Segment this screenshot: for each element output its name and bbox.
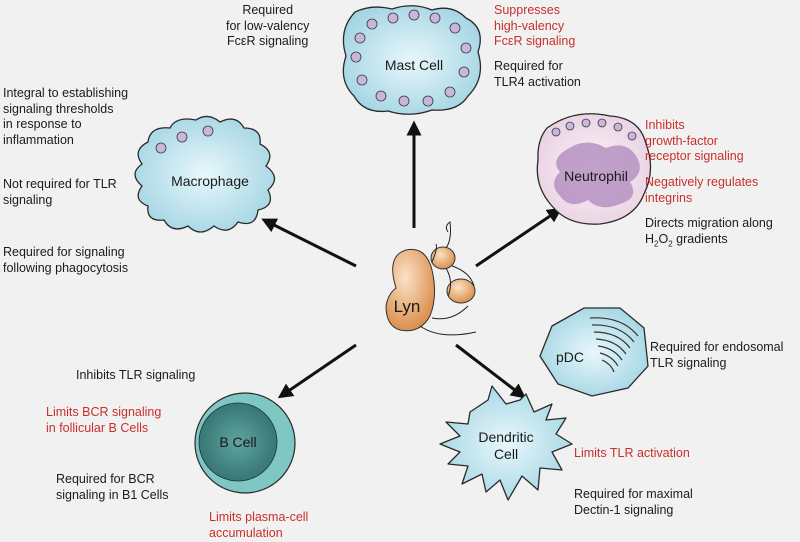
note-mast-suppresses: Suppresses high-valency FcεR signaling xyxy=(494,3,575,50)
macrophage: Macrophage xyxy=(134,115,276,233)
arrow-to-macrophage xyxy=(261,218,357,268)
note-dc-limits-tlr: Limits TLR activation xyxy=(574,446,690,462)
line: FcεR signaling xyxy=(494,34,576,48)
line: Limits plasma-cell xyxy=(209,510,309,524)
arrow-to-dendritic-cell xyxy=(455,343,526,399)
line: Not required for TLR xyxy=(3,177,117,191)
line: Dectin-1 signaling xyxy=(574,502,674,517)
line: Inhibits xyxy=(645,118,685,132)
line: TLR4 activation xyxy=(494,74,581,89)
text-o: O xyxy=(658,231,669,246)
note-pdc-required: Required for endosomal TLR signaling xyxy=(650,340,783,371)
dendritic-cell-label-line1: Dendritic xyxy=(478,429,533,445)
arrows xyxy=(261,120,563,399)
neutrophil-nucleus xyxy=(554,142,640,208)
line: in response to xyxy=(3,117,82,131)
note-neutrophil-integrins: Negatively regulates integrins xyxy=(645,175,758,206)
line: in follicular B Cells xyxy=(46,420,149,435)
line: Required for signaling xyxy=(3,245,125,259)
line: Required for xyxy=(494,59,563,73)
line: accumulation xyxy=(209,525,283,540)
mast-cell-label: Mast Cell xyxy=(385,57,443,73)
line: signaling xyxy=(3,192,53,207)
line: high-valency xyxy=(494,18,565,33)
note-bcell-required-bcr: Required for BCR signaling in B1 Cells xyxy=(56,472,169,503)
note-dc-dectin: Required for maximal Dectin-1 signaling xyxy=(574,487,693,518)
b-cell-label: B Cell xyxy=(219,434,256,450)
note-mast-required: Required for low-valency FcεR signaling xyxy=(226,3,309,50)
text-gradients: gradients xyxy=(672,231,728,246)
lyn-linkers xyxy=(419,221,477,336)
line: Required for maximal xyxy=(574,487,693,501)
subscript: 2 xyxy=(654,239,659,248)
line: Required for endosomal xyxy=(650,340,784,354)
note-bcell-inhibits-tlr: Inhibits TLR signaling xyxy=(76,368,195,384)
lyn-kinase: Lyn xyxy=(385,221,477,336)
b-cell: B Cell xyxy=(194,392,296,494)
line: for low-valency xyxy=(226,18,310,33)
note-macrophage-not-required: Not required for TLR signaling xyxy=(3,177,117,208)
note-neutrophil-migration: Directs migration along H2O2 gradients xyxy=(645,216,773,252)
note-mast-tlr4: Required for TLR4 activation xyxy=(494,59,581,90)
dendritic-cell-label-line2: Cell xyxy=(494,446,518,462)
text-h: H xyxy=(645,231,655,246)
line: signaling thresholds xyxy=(3,101,114,116)
line: FcεR signaling xyxy=(227,34,309,48)
note-bcell-plasma: Limits plasma-cell accumulation xyxy=(209,510,308,541)
pdc-label: pDC xyxy=(556,349,584,365)
line: growth-factor xyxy=(645,133,718,148)
dendritic-cell: Dendritic Cell xyxy=(439,385,573,501)
lyn-label: Lyn xyxy=(394,297,421,316)
pdc: pDC xyxy=(539,307,649,397)
line: Limits TLR activation xyxy=(574,446,690,460)
line: Integral to establishing xyxy=(3,86,129,100)
note-macrophage-integral: Integral to establishing signaling thres… xyxy=(3,86,128,148)
arrow-to-neutrophil xyxy=(475,207,563,268)
line: signaling in B1 Cells xyxy=(56,487,169,502)
line: Negatively regulates xyxy=(645,175,759,189)
line: Suppresses xyxy=(494,3,561,17)
neutrophil-granules xyxy=(551,118,637,141)
line: inflammation xyxy=(3,132,74,147)
neutrophil: Neutrophil xyxy=(536,113,652,225)
macrophage-label: Macrophage xyxy=(171,173,249,189)
neutrophil-label: Neutrophil xyxy=(564,168,628,184)
note-neutrophil-inhibits: Inhibits growth-factor receptor signalin… xyxy=(645,118,744,165)
line: H2O2 gradients xyxy=(645,232,773,252)
line: Required xyxy=(242,3,294,17)
mast-granules xyxy=(350,9,472,107)
mast-cell: Mast Cell xyxy=(342,5,482,115)
note-macrophage-phagocytosis: Required for signaling following phagocy… xyxy=(3,245,128,276)
line: following phagocytosis xyxy=(3,260,129,275)
line: TLR signaling xyxy=(650,355,727,370)
line: Limits BCR signaling xyxy=(46,405,162,419)
er-stack xyxy=(589,317,639,373)
macrophage-granules xyxy=(155,125,214,154)
line: Directs migration along xyxy=(645,216,773,230)
line: Required for BCR xyxy=(56,472,155,486)
line: integrins xyxy=(645,190,693,205)
note-bcell-limits-bcr: Limits BCR signaling in follicular B Cel… xyxy=(46,405,161,436)
line: receptor signaling xyxy=(645,149,744,163)
line: Inhibits TLR signaling xyxy=(76,368,196,382)
arrow-to-b-cell xyxy=(277,343,357,399)
subscript: 2 xyxy=(668,239,673,248)
